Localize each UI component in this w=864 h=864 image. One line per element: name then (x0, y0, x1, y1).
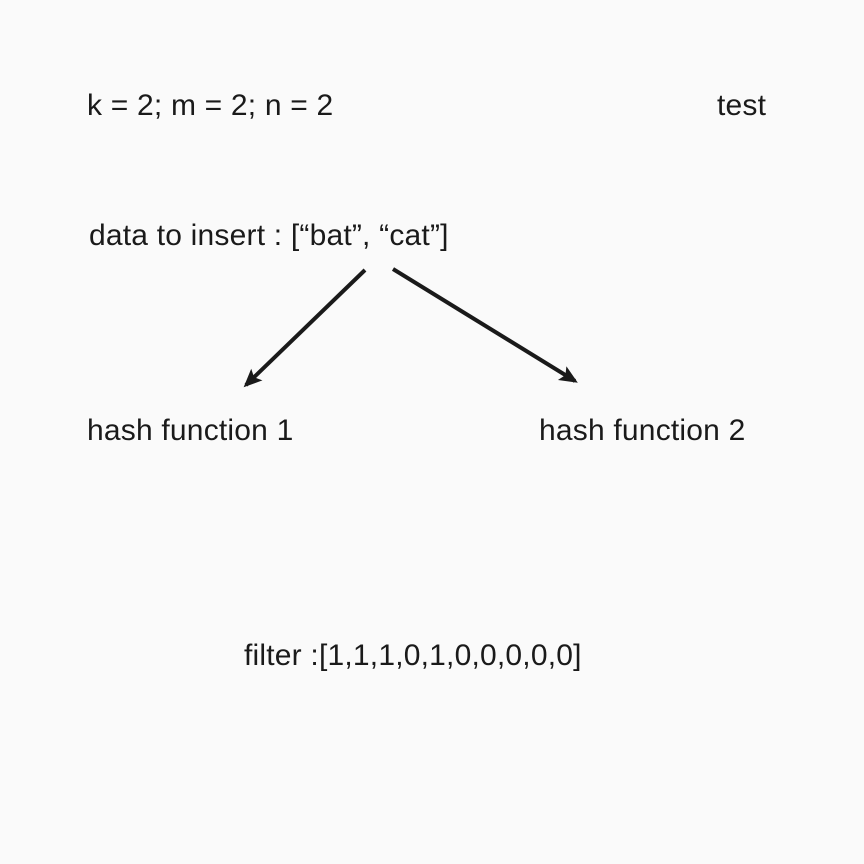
data-to-insert-text: data to insert : [“bat”, “cat”] (89, 219, 449, 252)
test-label: test (717, 89, 767, 122)
hash-function-2-label: hash function 2 (539, 414, 746, 447)
hash-function-1-label: hash function 1 (87, 414, 294, 447)
filter-text: filter :[1,1,1,0,1,0,0,0,0,0] (244, 639, 582, 672)
arrow-to-hash-function-1 (243, 268, 367, 388)
arrow-to-hash-function-2 (391, 267, 578, 383)
parameters-text: k = 2; m = 2; n = 2 (87, 89, 334, 122)
